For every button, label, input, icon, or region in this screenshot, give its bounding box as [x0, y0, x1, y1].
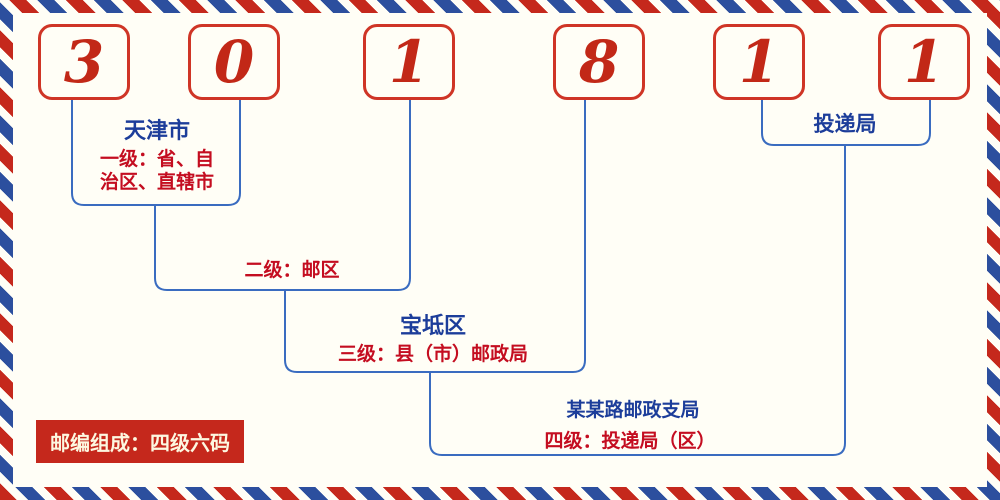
label-level1-desc-line1: 一级：省、自: [99, 149, 215, 170]
label-level1-city: 天津市: [123, 118, 191, 143]
digit-box-3: 1: [363, 24, 455, 100]
envelope-paper: [13, 13, 987, 487]
label-level3-district: 宝坻区: [399, 313, 467, 338]
digit-2: 0: [213, 28, 255, 96]
digit-box-4: 8: [553, 24, 645, 100]
label-level3-desc: 三级：县（市）邮政局: [337, 344, 529, 365]
digit-box-1: 3: [38, 24, 130, 100]
digit-box-2: 0: [188, 24, 280, 100]
label-level1-desc-line2: 治区、直辖市: [99, 172, 215, 193]
label-delivery-office: 投递局: [813, 113, 877, 136]
digit-5: 1: [738, 28, 780, 96]
footer-badge: 邮编组成：四级六码: [36, 420, 244, 463]
digit-6: 1: [903, 28, 945, 96]
label-level2-desc: 二级：邮区: [244, 260, 340, 281]
digit-1: 3: [63, 28, 105, 96]
digit-4: 8: [578, 28, 620, 96]
digit-box-5: 1: [713, 24, 805, 100]
label-level4-branch: 某某路邮政支局: [566, 400, 700, 421]
label-level4-desc: 四级：投递局（区）: [544, 431, 716, 452]
digit-3: 1: [388, 28, 430, 96]
digit-box-6: 1: [878, 24, 970, 100]
